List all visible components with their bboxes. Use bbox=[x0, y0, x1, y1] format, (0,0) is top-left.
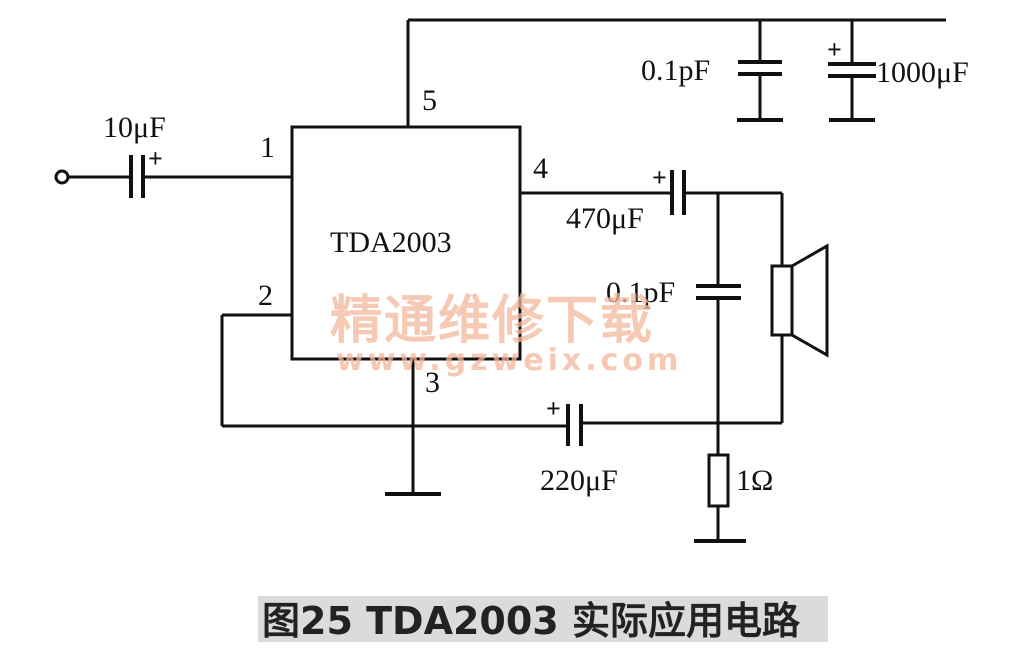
input-capacitor bbox=[129, 155, 292, 198]
pin-5-label: 5 bbox=[422, 84, 437, 117]
input-capacitor-plus: + bbox=[148, 144, 163, 173]
supply-capacitor-small-label: 0.1pF bbox=[641, 54, 710, 87]
feedback-capacitor-plus: + bbox=[546, 394, 561, 423]
supply-rail bbox=[406, 18, 946, 127]
ground-pin-3 bbox=[385, 359, 441, 496]
supply-capacitor-small bbox=[737, 20, 783, 122]
feedback-capacitor-label: 220μF bbox=[540, 464, 618, 497]
zobel-resistor bbox=[694, 453, 746, 543]
output-capacitor-plus: + bbox=[652, 163, 667, 192]
pin-1-label: 1 bbox=[260, 131, 275, 164]
output-capacitor-label: 470μF bbox=[566, 202, 644, 235]
ic-body bbox=[290, 125, 522, 361]
supply-capacitor-large bbox=[828, 20, 876, 122]
speaker-icon bbox=[770, 193, 829, 423]
figure-caption: 图25 TDA2003 实际应用电路 bbox=[262, 599, 801, 643]
pin-4-label: 4 bbox=[533, 152, 548, 185]
zobel-capacitor-label: 0.1pF bbox=[606, 276, 675, 309]
input-capacitor-label: 10μF bbox=[103, 111, 166, 144]
output-capacitor bbox=[670, 170, 782, 215]
watermark-url: www.gzweix.com bbox=[336, 343, 682, 378]
feedback-capacitor bbox=[566, 404, 583, 446]
feedback-wire bbox=[220, 313, 782, 428]
zobel-resistor-label: 1Ω bbox=[736, 464, 773, 497]
supply-capacitor-large-plus: + bbox=[827, 35, 842, 64]
supply-capacitor-large-label: 1000μF bbox=[876, 56, 969, 89]
pin-2-label: 2 bbox=[258, 279, 273, 312]
pin-3-label: 3 bbox=[425, 366, 440, 399]
watermark-text: 精通维修下载 bbox=[330, 291, 654, 351]
zobel-capacitor bbox=[696, 193, 741, 455]
input-terminal bbox=[54, 169, 131, 185]
ic-name: TDA2003 bbox=[330, 226, 452, 259]
caption-background bbox=[258, 596, 828, 642]
